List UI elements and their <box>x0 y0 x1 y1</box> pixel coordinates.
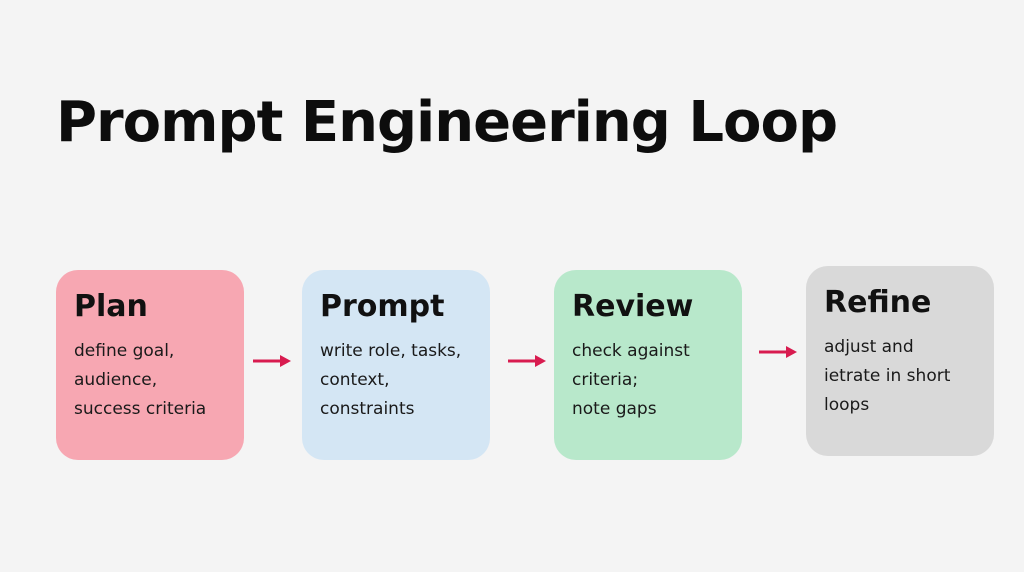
step-description-line: check against <box>572 341 690 361</box>
step-title: Refine <box>824 285 932 320</box>
arrow-right-icon <box>508 355 546 367</box>
step-description-line: write role, tasks, <box>320 341 462 361</box>
step-description: check against criteria; note gaps <box>572 337 726 424</box>
step-title: Plan <box>74 289 148 324</box>
step-description: define goal, audience, success criteria <box>74 337 228 424</box>
arrow-right-icon <box>759 346 797 358</box>
step-description-line: define goal, <box>74 341 175 361</box>
arrow-right-icon <box>253 355 291 367</box>
step-card-refine: Refine adjust and ietrate in short loops <box>806 266 994 456</box>
step-title: Prompt <box>320 289 445 324</box>
step-card-plan: Plan define goal, audience, success crit… <box>56 270 244 460</box>
step-title: Review <box>572 289 694 324</box>
step-card-review: Review check against criteria; note gaps <box>554 270 742 460</box>
page-title: Prompt Engineering Loop <box>56 90 838 155</box>
step-description-line: note gaps <box>572 399 657 419</box>
step-description-line: audience, <box>74 370 158 390</box>
step-description-line: criteria; <box>572 370 639 390</box>
step-description-line: constraints <box>320 399 415 419</box>
step-description: write role, tasks, context, constraints <box>320 337 474 424</box>
step-description-line: ietrate in short <box>824 366 951 386</box>
step-description: adjust and ietrate in short loops <box>824 333 978 420</box>
step-description-line: context, <box>320 370 390 390</box>
step-description-line: success criteria <box>74 399 207 419</box>
step-description-line: loops <box>824 395 870 415</box>
step-description-line: adjust and <box>824 337 914 357</box>
step-card-prompt: Prompt write role, tasks, context, const… <box>302 270 490 460</box>
